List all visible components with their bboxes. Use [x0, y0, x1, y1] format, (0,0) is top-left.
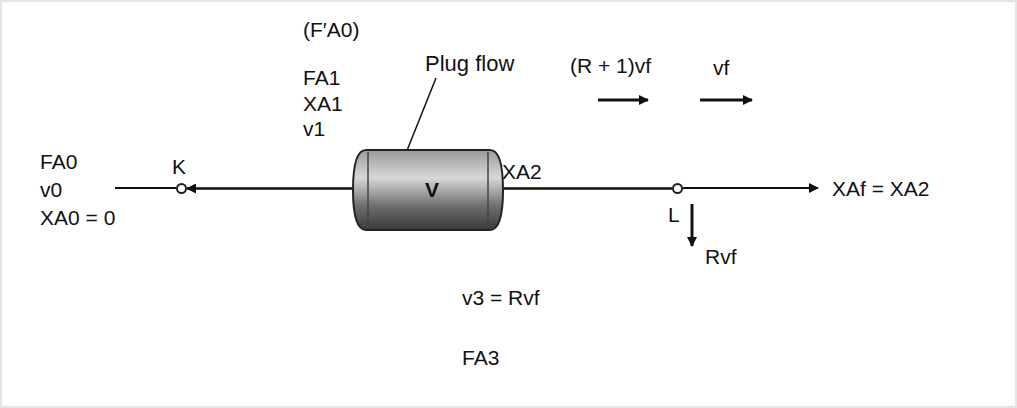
callout-label: Plug flow: [425, 52, 514, 76]
stream-label: XA0 = 0: [40, 206, 115, 229]
plug-flow-reactor: V: [352, 146, 504, 234]
feed-line: [115, 187, 176, 189]
point-label: K: [172, 155, 186, 178]
split-point: L: [672, 183, 683, 194]
stream-label: v1: [303, 117, 325, 140]
flow-arrow: [598, 99, 648, 102]
stream-label: (F′A0): [303, 18, 359, 41]
flow-label: v3 = Rvf: [462, 286, 540, 309]
stream-label: FA1: [303, 66, 340, 89]
flow-label: Rvf: [705, 245, 737, 268]
stream-label: XA1: [303, 92, 343, 115]
flow-label: (R + 1)vf: [570, 54, 651, 77]
stream-label: XAf = XA2: [832, 177, 929, 200]
mixing-point: K: [176, 183, 187, 194]
flow-arrow: [691, 204, 694, 246]
flow-arrow: [700, 99, 752, 102]
stream-label: FA3: [462, 346, 499, 369]
stream-label: XA2: [502, 160, 542, 183]
volume-label: V: [425, 178, 439, 201]
outlet-line: [683, 187, 818, 189]
stream-label: v0: [40, 178, 62, 201]
stream-label: FA0: [40, 150, 77, 173]
point-label: L: [668, 203, 680, 226]
flow-label: vf: [713, 56, 729, 79]
